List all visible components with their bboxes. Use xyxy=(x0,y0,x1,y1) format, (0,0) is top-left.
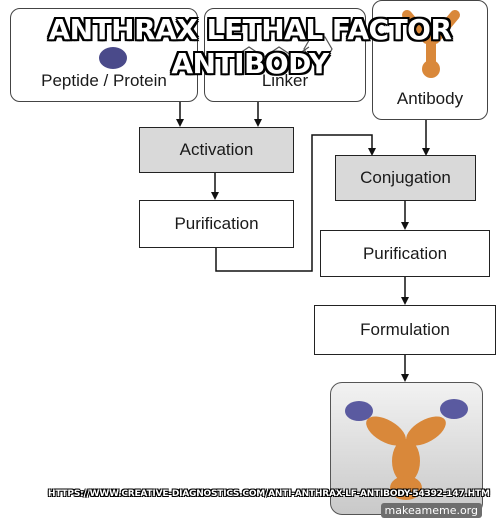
antibody-icon xyxy=(402,10,460,78)
meme-caption-line2: ANTIBODY xyxy=(171,47,329,80)
linker-structure-icon xyxy=(233,36,333,62)
protein-molecule-icon xyxy=(99,47,127,69)
formulation-step: Formulation xyxy=(314,305,496,355)
linker-box: Linker xyxy=(204,8,366,102)
conjugation-label: Conjugation xyxy=(360,168,451,187)
formulation-label: Formulation xyxy=(360,320,450,339)
peptide-protein-box: Peptide / Protein xyxy=(10,8,198,102)
peptide-protein-label: Peptide / Protein xyxy=(41,71,167,90)
purification-right-label: Purification xyxy=(362,243,448,263)
antibody-conjugate-icon xyxy=(345,399,468,500)
linker-label: Linker xyxy=(261,71,309,90)
source-url-caption: HTTPS://WWW.CREATIVE-DIAGNOSTICS.COM/ANT… xyxy=(48,489,490,499)
purification-step-right: Purification xyxy=(320,230,490,277)
activation-label: Activation xyxy=(179,140,254,159)
purification-step-left: Purification xyxy=(139,200,294,248)
antibody-label: Antibody xyxy=(396,89,464,108)
meme-caption-line1: ANTHRAX LETHAL FACTOR xyxy=(48,13,452,46)
purification-left-label: Purification xyxy=(174,214,259,233)
activation-step: Activation xyxy=(139,127,294,173)
makeameme-watermark: makeameme.org xyxy=(380,503,482,518)
conjugation-step: Conjugation xyxy=(335,155,476,201)
antibody-conjugate-product xyxy=(330,382,483,515)
connector-purification-conjugation xyxy=(215,134,376,272)
antibody-box: Antibody xyxy=(372,0,488,120)
